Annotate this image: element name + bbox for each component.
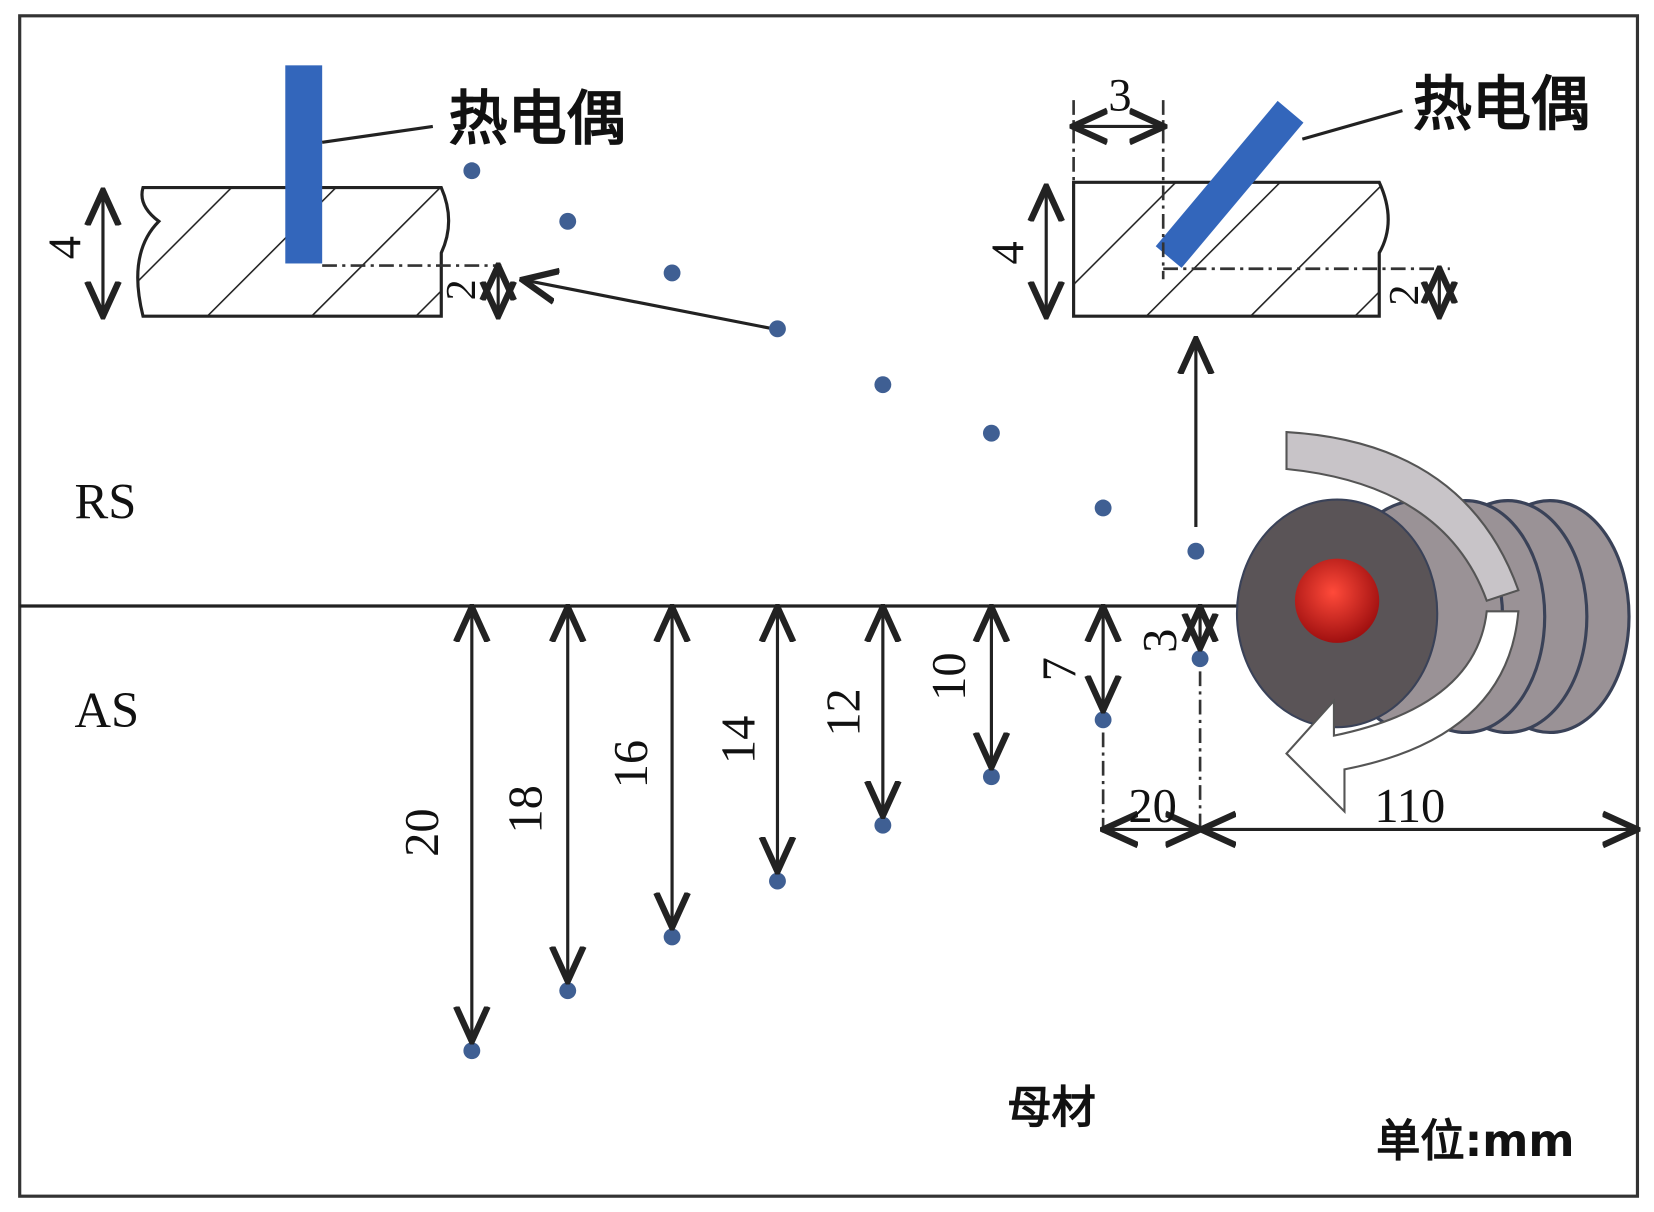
- svg-text:10: 10: [923, 652, 976, 700]
- svg-text:4: 4: [40, 236, 91, 259]
- svg-text:2: 2: [438, 279, 485, 300]
- left-section-inset: 4 2 热电偶: [40, 65, 774, 331]
- measurement-point: [982, 424, 1000, 442]
- friction-stir-tool-icon: [1235, 430, 1631, 815]
- measurement-point: [874, 376, 892, 394]
- tool-distance-dimension: 110: [1374, 780, 1445, 833]
- svg-text:14: 14: [712, 716, 765, 764]
- measurement-point: [559, 212, 577, 230]
- measurement-point: [663, 264, 681, 282]
- thermocouple-right-icon: [1155, 100, 1304, 268]
- svg-text:3: 3: [1134, 629, 1187, 653]
- svg-text:热电偶: 热电偶: [1413, 69, 1590, 138]
- measurement-point: [1187, 542, 1205, 560]
- svg-text:3: 3: [1108, 71, 1131, 122]
- measurement-point: [663, 928, 681, 946]
- svg-text:18: 18: [499, 785, 552, 833]
- svg-text:2: 2: [1381, 285, 1428, 306]
- measurement-point: [769, 320, 786, 338]
- as-thermocouple-points: 20 18 16 14 12 10 7 3: [396, 610, 1209, 1060]
- measurement-point: [769, 872, 786, 890]
- svg-text:4: 4: [983, 241, 1034, 264]
- spacing-dimension: 20: [1128, 780, 1176, 833]
- svg-text:热电偶: 热电偶: [449, 84, 626, 153]
- measurement-point: [463, 162, 481, 180]
- measurement-point: [1094, 499, 1112, 517]
- measurement-point: [559, 982, 577, 1000]
- measurement-point: [463, 1042, 481, 1060]
- base-metal-label: 母材: [1007, 1082, 1096, 1133]
- unit-label: 单位:mm: [1376, 1116, 1574, 1167]
- measurement-point: [1191, 650, 1209, 668]
- as-label: AS: [75, 682, 140, 738]
- rs-label: RS: [75, 474, 137, 530]
- thermocouple-left-icon: [285, 65, 323, 264]
- measurement-point: [982, 768, 1000, 786]
- measurement-point: [1094, 711, 1112, 729]
- measurement-point: [874, 816, 892, 834]
- svg-text:16: 16: [605, 740, 658, 788]
- rs-thermocouple-points: [463, 162, 1205, 560]
- svg-text:7: 7: [1034, 657, 1087, 681]
- right-section-inset: 3 4 2 热电偶: [983, 69, 1590, 527]
- svg-text:12: 12: [818, 688, 871, 736]
- svg-text:20: 20: [396, 808, 449, 856]
